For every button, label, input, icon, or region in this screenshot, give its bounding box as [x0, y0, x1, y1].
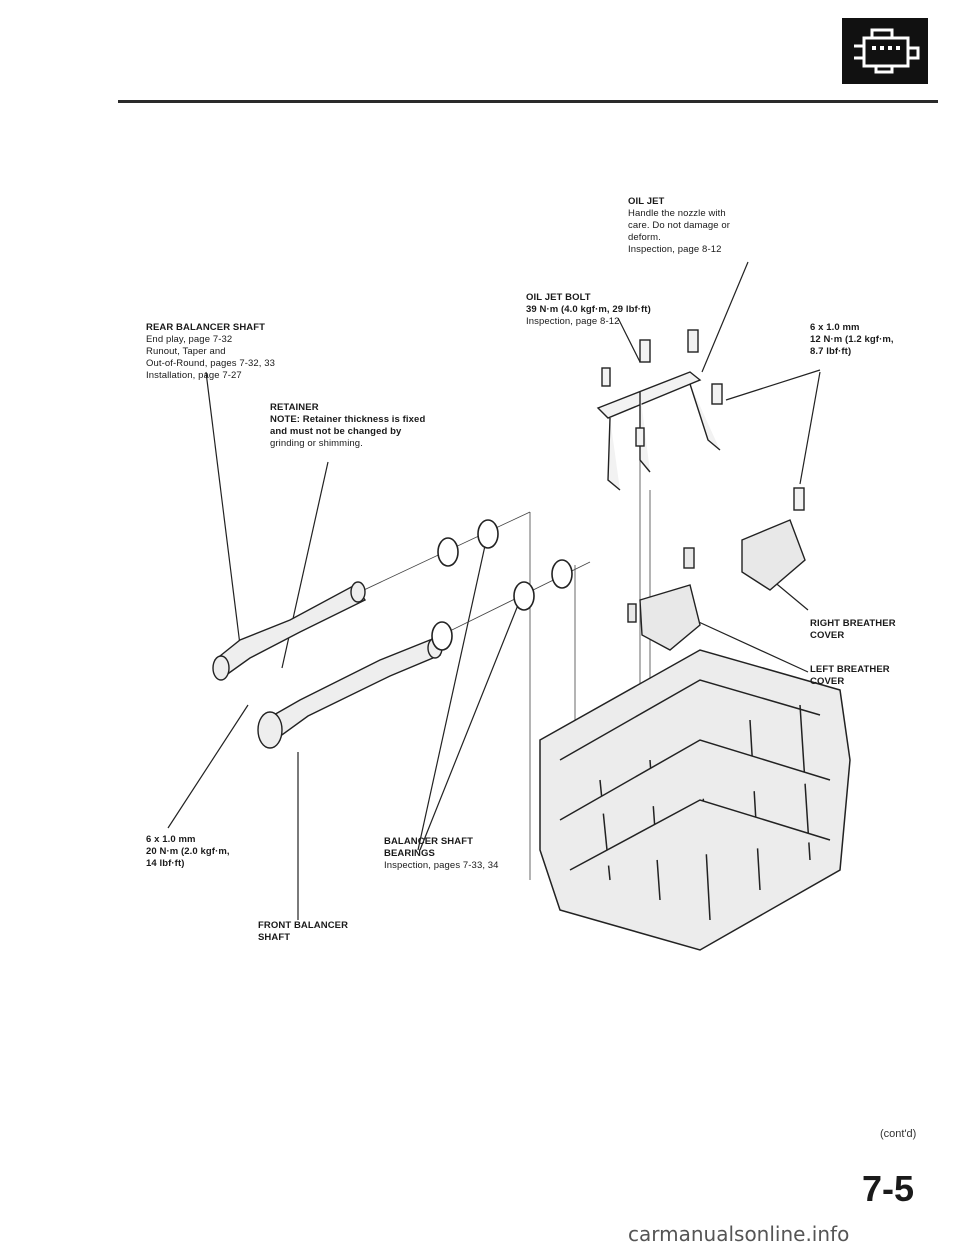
rear-balancer-title: REAR BALANCER SHAFT — [146, 322, 266, 333]
watermark: carmanualsonline.info — [628, 1222, 850, 1246]
rear-balancer-shaft — [212, 581, 367, 681]
rear-balancer-line-4: Installation, page 7-27 — [146, 370, 242, 381]
bolt-20nm-line-1: 6 x 1.0 mm — [146, 834, 196, 845]
breather-covers — [627, 519, 806, 651]
rear-balancer-line-3: Out-of-Round, pages 7-32, 33 — [146, 358, 276, 369]
bolt-12nm-line-2: 12 N·m (1.2 kgf·m, — [810, 334, 894, 345]
retainer-note-1: NOTE: Retainer thickness is fixed — [270, 414, 426, 425]
bearings-callout: BALANCER SHAFT BEARINGS Inspection, page… — [384, 836, 499, 872]
retainer-note-2: and must not be changed by — [270, 426, 402, 437]
page-number: 7-5 — [862, 1168, 915, 1209]
bearings-line-3: Inspection, pages 7-33, 34 — [384, 860, 499, 871]
right-breather-callout: RIGHT BREATHER COVER — [810, 618, 896, 642]
front-balancer-line-1: FRONT BALANCER — [258, 920, 349, 931]
right-breather-line-1: RIGHT BREATHER — [810, 618, 896, 629]
bolt-12nm-callout: 6 x 1.0 mm 12 N·m (1.2 kgf·m, 8.7 lbf·ft… — [810, 322, 894, 358]
balancer-bearings — [431, 519, 573, 651]
retainer-note-3: grinding or shimming. — [270, 438, 363, 449]
right-breather-line-2: COVER — [810, 630, 845, 641]
front-balancer-line-2: SHAFT — [258, 932, 291, 943]
oil-jet-line-2: care. Do not damage or — [628, 220, 731, 231]
oil-jet-line-1: Handle the nozzle with — [628, 208, 726, 219]
oil-jet-assembly — [596, 329, 805, 511]
bearings-line-1: BALANCER SHAFT — [384, 836, 474, 847]
oil-jet-title: OIL JET — [628, 196, 665, 207]
header-rule — [118, 100, 938, 103]
bolt-20nm-line-2: 20 N·m (2.0 kgf·m, — [146, 846, 230, 857]
oil-jet-line-4: Inspection, page 8-12 — [628, 244, 722, 255]
bearings-line-2: BEARINGS — [384, 848, 435, 859]
retainer-title: RETAINER — [270, 402, 319, 413]
left-breather-line-2: COVER — [810, 676, 845, 687]
engine-section-icon — [842, 18, 928, 84]
left-breather-callout: LEFT BREATHER COVER — [810, 664, 890, 688]
oil-jet-bolt-torque: 39 N·m (4.0 kgf·m, 29 lbf·ft) — [526, 304, 651, 315]
continued-label: (cont'd) — [880, 1128, 917, 1140]
rear-balancer-line-1: End play, page 7-32 — [146, 334, 233, 345]
oil-jet-bolt-title: OIL JET BOLT — [526, 292, 591, 303]
bolt-12nm-line-1: 6 x 1.0 mm — [810, 322, 860, 333]
oil-jet-line-3: deform. — [628, 232, 661, 243]
oil-jet-bolt-callout: OIL JET BOLT 39 N·m (4.0 kgf·m, 29 lbf·f… — [526, 292, 651, 328]
oil-jet-bolt-inspection: Inspection, page 8-12 — [526, 316, 620, 327]
engine-block — [539, 649, 851, 951]
front-balancer-callout: FRONT BALANCER SHAFT — [258, 920, 348, 944]
bolt-20nm-line-3: 14 lbf·ft) — [146, 858, 185, 869]
bolt-20nm-callout: 6 x 1.0 mm 20 N·m (2.0 kgf·m, 14 lbf·ft) — [146, 834, 230, 870]
front-balancer-shaft — [257, 637, 443, 749]
retainer-callout: RETAINER NOTE: Retainer thickness is fix… — [270, 402, 425, 450]
oil-jet-callout: OIL JET Handle the nozzle with care. Do … — [628, 196, 730, 256]
left-breather-line-1: LEFT BREATHER — [810, 664, 890, 675]
bolt-12nm-line-3: 8.7 lbf·ft) — [810, 346, 852, 357]
rear-balancer-callout: REAR BALANCER SHAFT End play, page 7-32 … — [146, 322, 275, 382]
rear-balancer-line-2: Runout, Taper and — [146, 346, 226, 357]
